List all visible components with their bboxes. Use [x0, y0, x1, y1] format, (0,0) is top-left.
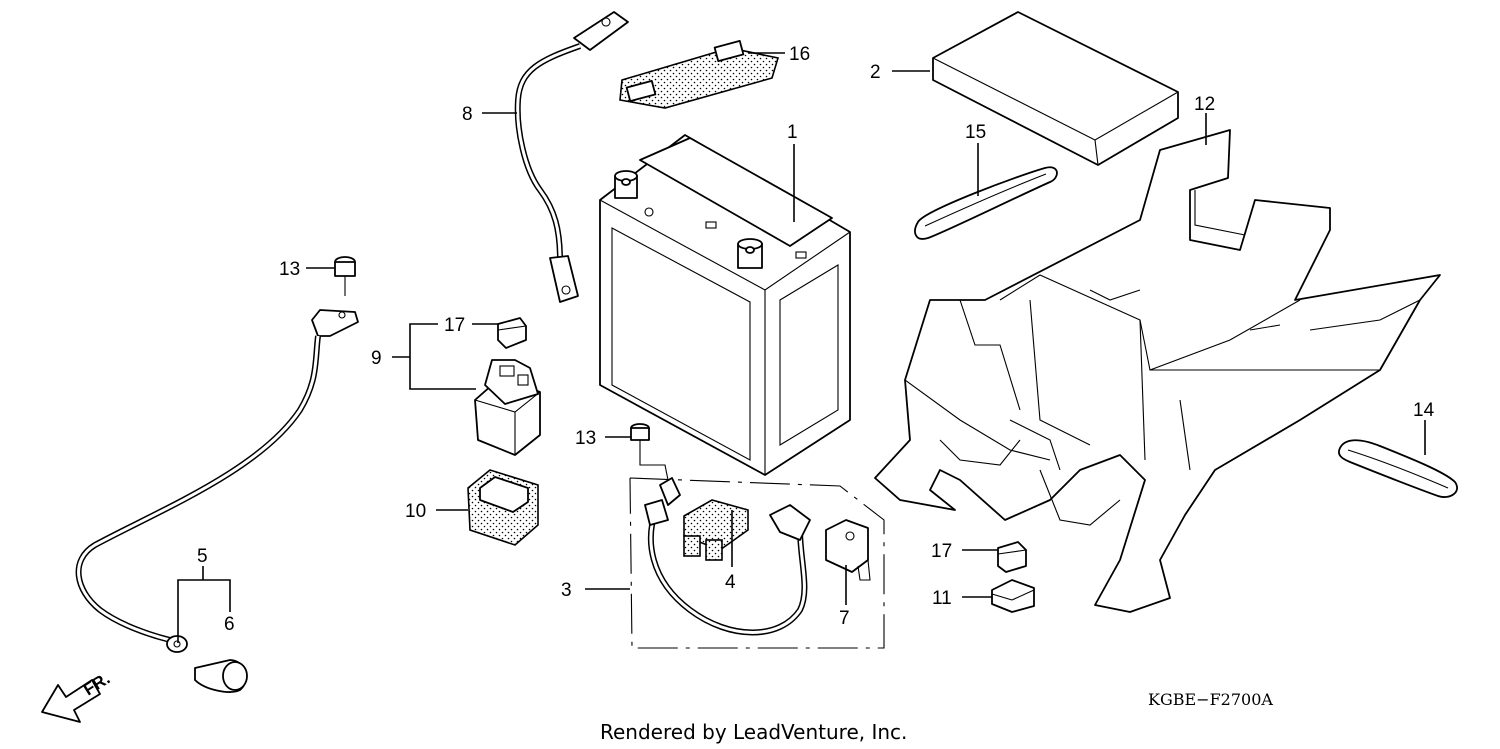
callout-17-upper[interactable]: 17 [444, 315, 465, 336]
callout-4[interactable]: 4 [725, 572, 736, 593]
credit-text: Rendered by LeadVenture, Inc. [600, 720, 907, 744]
part-13-bolt-upper[interactable] [334, 256, 356, 296]
part-13-bolt-lower[interactable] [630, 423, 650, 460]
part-14-rubber-band[interactable] [1337, 439, 1458, 498]
callout-1[interactable]: 1 [787, 122, 798, 143]
leader-lines [177, 52, 1426, 643]
callout-numbers: 1 2 3 4 5 6 7 8 9 10 11 12 13 13 14 15 1… [197, 44, 1435, 635]
callout-8[interactable]: 8 [462, 104, 473, 125]
callout-16[interactable]: 16 [789, 44, 810, 65]
drawing-code: KGBE−F2700A [1148, 690, 1273, 709]
part-8-negative-cable[interactable] [514, 11, 629, 303]
callout-3[interactable]: 3 [561, 580, 572, 601]
callout-6[interactable]: 6 [224, 614, 235, 635]
part-3-group[interactable] [629, 477, 885, 649]
battery-terminal-positive [737, 238, 763, 269]
callout-11[interactable]: 11 [932, 588, 952, 609]
callout-7[interactable]: 7 [839, 608, 850, 629]
part-11-fuse-box[interactable] [991, 579, 1035, 613]
battery-terminal-negative [614, 170, 638, 199]
part-7-terminal-cover[interactable] [825, 519, 871, 581]
callout-12[interactable]: 12 [1194, 94, 1215, 115]
part-2-battery-pad[interactable] [932, 11, 1179, 166]
callout-9[interactable]: 9 [371, 348, 382, 369]
part-10-relay-cover[interactable] [467, 469, 539, 546]
callout-15[interactable]: 15 [965, 122, 986, 143]
part-17-fuse-lower[interactable] [997, 541, 1027, 573]
front-direction-arrow: FR. [41, 669, 113, 723]
callout-14[interactable]: 14 [1413, 400, 1435, 421]
part-1-battery[interactable] [599, 134, 851, 476]
callout-10[interactable]: 10 [405, 501, 426, 522]
part-4-terminal-cover[interactable] [683, 499, 749, 561]
part-15-rubber-band[interactable] [914, 166, 1058, 240]
callout-13-lower[interactable]: 13 [575, 428, 596, 449]
callout-5[interactable]: 5 [197, 546, 208, 567]
callout-17-lower[interactable]: 17 [931, 541, 952, 562]
part-12-battery-box[interactable] [874, 129, 1441, 613]
part-17-fuse-upper[interactable] [497, 317, 527, 349]
part-3-positive-cable[interactable] [639, 460, 811, 636]
part-9-starter-relay[interactable] [474, 359, 541, 456]
part-5-cable[interactable] [75, 309, 359, 653]
part-6-terminal-cap[interactable] [194, 659, 248, 693]
callout-2[interactable]: 2 [870, 62, 881, 83]
callout-13-upper[interactable]: 13 [279, 259, 300, 280]
part-16-battery-band[interactable] [619, 39, 780, 109]
